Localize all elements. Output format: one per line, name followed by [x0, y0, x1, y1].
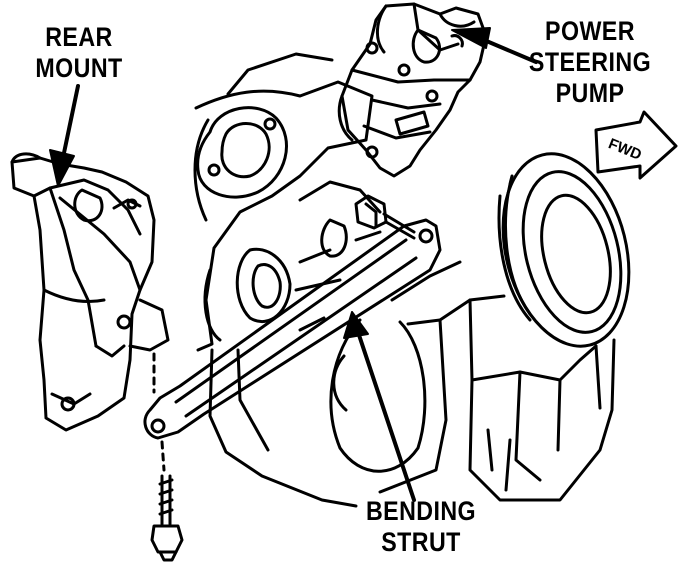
strut-label-line-1: BENDING: [365, 496, 477, 526]
rear-mount-bracket: [10, 152, 170, 432]
power-steering-pump-label: POWER STEERING PUMP: [525, 16, 656, 109]
rear-mount-label-line-1: REAR: [45, 22, 113, 52]
pump-label-line-3: PUMP: [555, 78, 625, 108]
power-steering-pump: [337, 2, 488, 178]
lower-strut-bolt: [150, 440, 184, 562]
crank-pulley: [497, 152, 631, 348]
pump-label-line-1: POWER: [545, 16, 635, 46]
fwd-label: FWD: [606, 135, 644, 164]
bending-strut-label: BENDING STRUT: [357, 496, 486, 558]
upper-strut-bolt: [354, 194, 416, 240]
strut-label-line-2: STRUT: [381, 527, 461, 557]
leader-arrows: [49, 27, 538, 502]
forward-arrow: FWD: [594, 110, 678, 180]
bending-strut: [143, 218, 442, 440]
rear-mount-label-line-2: MOUNT: [35, 53, 123, 83]
pump-label-line-2: STEERING: [528, 47, 652, 77]
exhaust-flange: [196, 106, 288, 199]
rear-mount-label: REAR MOUNT: [23, 22, 135, 84]
